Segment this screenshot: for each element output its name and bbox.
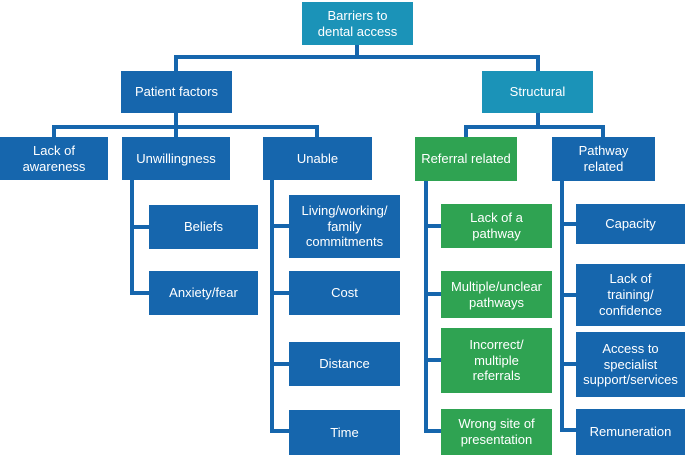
connector-unwillingness-vline	[130, 180, 134, 295]
node-barriers-to-dental-access: Barriers to dental access	[302, 2, 413, 45]
connector-level2-horizontal	[174, 55, 540, 59]
connector-stub-anxiety-fear	[130, 291, 149, 295]
connector-stub-lack-of-training	[560, 293, 576, 297]
connector-root-down	[355, 44, 359, 58]
node-lack-of-training-confidence: Lack of training/ confidence	[576, 264, 685, 326]
connector-drop-structural	[536, 55, 540, 72]
connector-drop-patient-factors	[174, 55, 178, 72]
connector-pathway-vline	[560, 181, 564, 432]
node-pathway-related: Pathway related	[552, 137, 655, 181]
connector-stub-beliefs	[130, 225, 149, 229]
connector-drop-pathway-related	[601, 125, 605, 138]
connector-stub-remuneration	[560, 428, 576, 432]
node-time: Time	[289, 410, 400, 455]
connector-drop-lack-of-awareness	[52, 125, 56, 138]
node-patient-factors: Patient factors	[121, 71, 232, 113]
node-multiple-unclear-pathways: Multiple/unclear pathways	[441, 271, 552, 318]
connector-drop-unwillingness	[174, 125, 178, 138]
node-living-working-family-commitments: Living/working/ family commitments	[289, 195, 400, 258]
connector-stub-cost	[270, 291, 289, 295]
node-referral-related: Referral related	[415, 137, 517, 181]
connector-referral-vline	[424, 181, 428, 433]
node-remuneration: Remuneration	[576, 409, 685, 455]
connector-stub-multiple-unclear	[424, 292, 441, 296]
node-beliefs: Beliefs	[149, 205, 258, 249]
node-distance: Distance	[289, 342, 400, 386]
connector-stub-lack-of-a-pathway	[424, 224, 441, 228]
connector-stub-distance	[270, 362, 289, 366]
node-incorrect-multiple-referrals: Incorrect/ multiple referrals	[441, 328, 552, 393]
node-anxiety-fear: Anxiety/fear	[149, 271, 258, 315]
connector-patient-factors-down	[174, 112, 178, 128]
connector-drop-unable	[315, 125, 319, 138]
node-lack-of-a-pathway: Lack of a pathway	[441, 204, 552, 248]
node-access-to-specialist-support-services: Access to specialist support/services	[576, 332, 685, 397]
node-wrong-site-of-presentation: Wrong site of presentation	[441, 409, 552, 455]
node-unwillingness: Unwillingness	[122, 137, 230, 180]
connector-stub-time	[270, 429, 289, 433]
connector-structural-down	[536, 112, 540, 128]
connector-stub-capacity	[560, 222, 576, 226]
node-capacity: Capacity	[576, 204, 685, 244]
connector-drop-referral-related	[464, 125, 468, 138]
connector-stub-access-specialist	[560, 362, 576, 366]
connector-stub-living-working	[270, 224, 289, 228]
node-structural: Structural	[482, 71, 593, 113]
connector-stub-wrong-site	[424, 429, 441, 433]
connector-level3-right-horizontal	[464, 125, 605, 129]
connector-unable-vline	[270, 180, 274, 433]
node-cost: Cost	[289, 271, 400, 315]
connector-stub-incorrect-multiple	[424, 358, 441, 362]
connector-level3-left-horizontal	[52, 125, 319, 129]
node-lack-of-awareness: Lack of awareness	[0, 137, 108, 180]
node-unable: Unable	[263, 137, 372, 180]
